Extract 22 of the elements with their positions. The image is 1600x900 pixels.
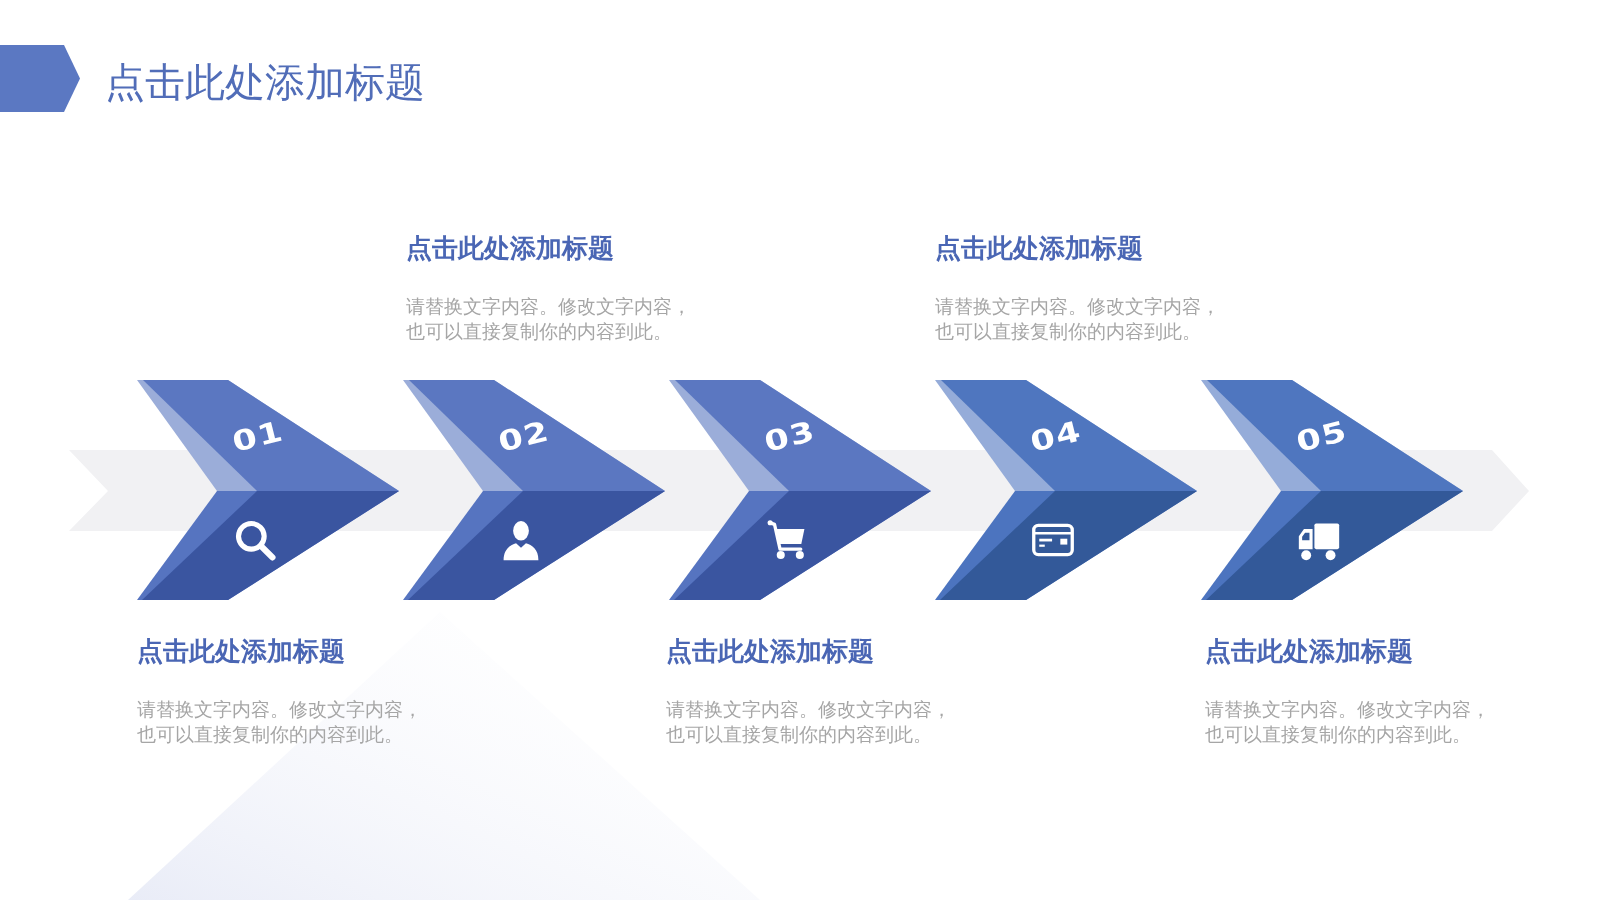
process-step: [935, 380, 1197, 600]
step-number: 02: [495, 416, 553, 458]
step-heading: 点击此处添加标题: [666, 636, 874, 666]
process-step: [403, 380, 665, 600]
step-heading: 点击此处添加标题: [406, 233, 614, 263]
step-number: 05: [1293, 416, 1351, 458]
title-marker: [0, 45, 80, 112]
step-description: 请替换文字内容。修改文字内容，也可以直接复制你的内容到此。: [935, 294, 1221, 344]
step-number: 03: [761, 416, 819, 458]
step-heading: 点击此处添加标题: [1205, 636, 1413, 666]
step-heading: 点击此处添加标题: [935, 233, 1143, 263]
process-step: [669, 380, 931, 600]
step-description: 请替换文字内容。修改文字内容，也可以直接复制你的内容到此。: [406, 294, 692, 344]
step-number: 04: [1027, 416, 1085, 458]
process-step: [1201, 380, 1463, 600]
step-number: 01: [229, 416, 287, 458]
step-heading: 点击此处添加标题: [137, 636, 345, 666]
slide-title: 点击此处添加标题: [105, 58, 425, 107]
process-step: [137, 380, 399, 600]
step-description: 请替换文字内容。修改文字内容，也可以直接复制你的内容到此。: [1205, 697, 1491, 747]
step-description: 请替换文字内容。修改文字内容，也可以直接复制你的内容到此。: [137, 697, 423, 747]
step-description: 请替换文字内容。修改文字内容，也可以直接复制你的内容到此。: [666, 697, 952, 747]
